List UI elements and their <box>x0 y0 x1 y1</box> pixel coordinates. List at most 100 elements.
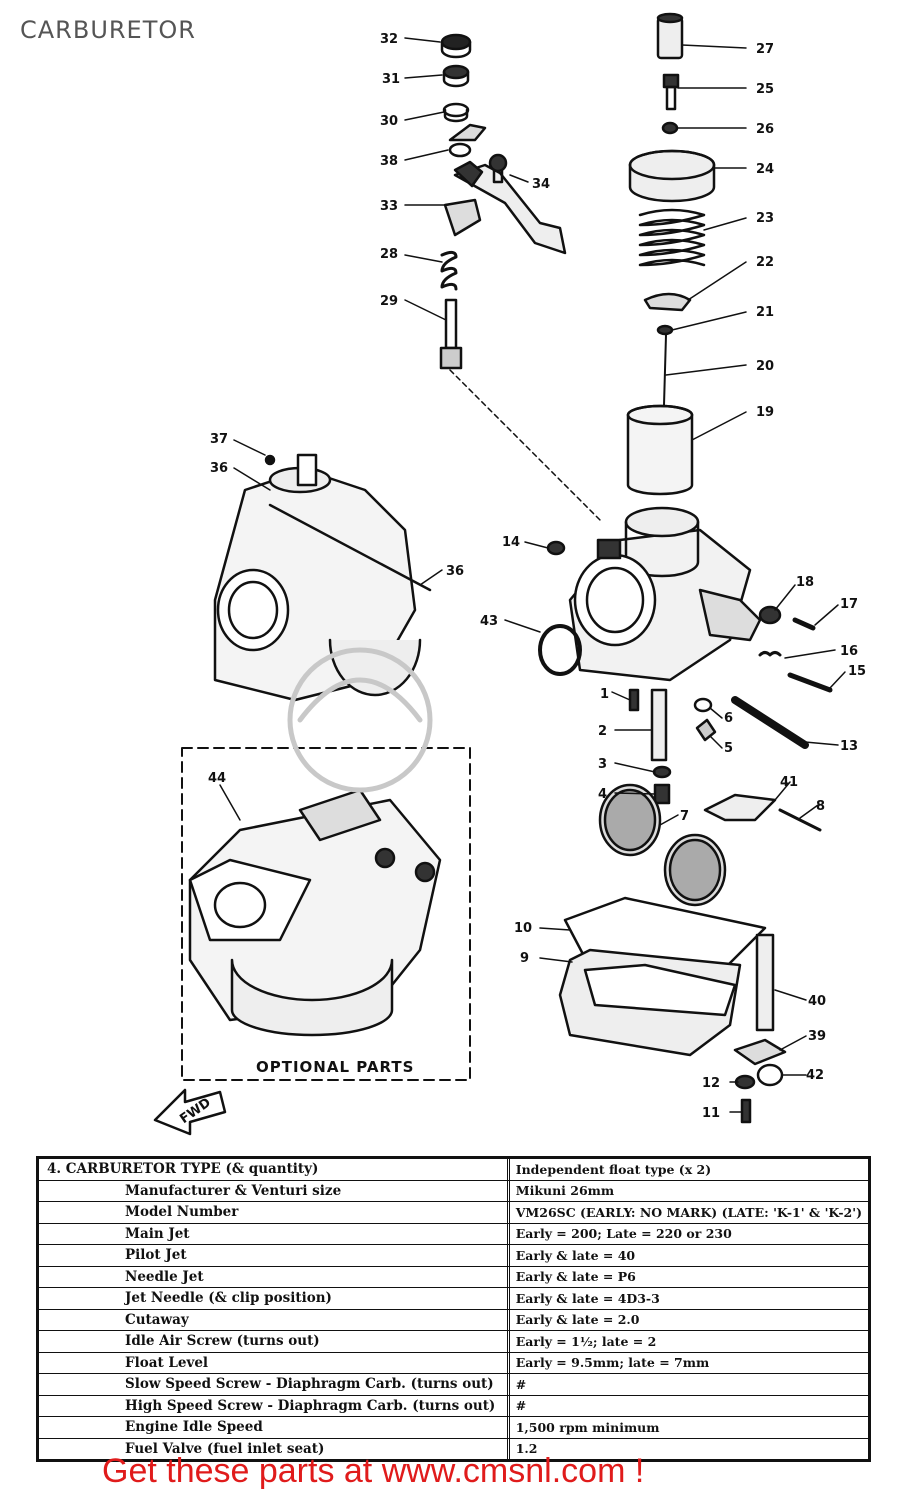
spec-value: Early & late = 2.0 <box>508 1308 871 1331</box>
spec-row: Idle Air Screw (turns out)Early = 1½; la… <box>37 1330 871 1353</box>
callout-label: 8 <box>816 799 825 814</box>
footer-link[interactable]: Get these parts at www.cmsnl.com ! <box>102 1452 645 1490</box>
spec-header-row: 4. CARBURETOR TYPE (& quantity) Independ… <box>37 1157 871 1181</box>
carburetor-body <box>538 506 833 805</box>
callout-label: 6 <box>724 711 733 726</box>
leader-lines <box>219 37 846 1113</box>
callout-label: 11 <box>702 1106 720 1121</box>
spec-label: Float Level <box>37 1351 508 1374</box>
spec-label: Jet Needle (& clip position) <box>37 1287 508 1310</box>
spec-value: Early & late = 4D3-3 <box>508 1287 871 1310</box>
callout-label: 32 <box>380 32 398 47</box>
callout-label: 20 <box>756 359 774 374</box>
forward-arrow-icon <box>153 1088 227 1136</box>
slide-assembly <box>626 12 716 496</box>
spec-value: Mikuni 26mm <box>508 1179 871 1202</box>
callout-label: 1 <box>600 687 609 702</box>
callout-label: 23 <box>756 211 774 226</box>
callout-label: 29 <box>380 294 398 309</box>
spec-row: Slow Speed Screw - Diaphragm Carb. (turn… <box>37 1373 871 1396</box>
exploded-parts-diagram: 32 31 30 38 34 33 28 29 27 25 26 24 23 2… <box>153 12 866 1136</box>
callout-label: 38 <box>380 154 398 169</box>
callout-label: 9 <box>520 951 529 966</box>
spec-value: Early & late = 40 <box>508 1244 871 1267</box>
spec-value: VM26SC (EARLY: NO MARK) (LATE: 'K-1' & '… <box>508 1201 871 1224</box>
callout-label: 10 <box>514 921 532 936</box>
spec-value: Early & late = P6 <box>508 1265 871 1288</box>
spec-label: Idle Air Screw (turns out) <box>37 1330 508 1353</box>
callout-label: 3 <box>598 757 607 772</box>
callout-label: 37 <box>210 432 228 447</box>
callout-label: 33 <box>380 199 398 214</box>
spec-header: 4. CARBURETOR TYPE (& quantity) <box>37 1157 508 1181</box>
callout-label: 14 <box>502 535 520 550</box>
spec-header-value: Independent float type (x 2) <box>508 1157 871 1181</box>
spec-row: High Speed Screw - Diaphragm Carb. (turn… <box>37 1394 871 1417</box>
page-title: CARBURETOR <box>20 16 196 44</box>
callout-label: 27 <box>756 42 774 57</box>
spec-value: 1,500 rpm minimum <box>508 1416 871 1439</box>
watermark-logo <box>287 647 433 793</box>
spec-label: High Speed Screw - Diaphragm Carb. (turn… <box>37 1394 508 1417</box>
spec-label: Needle Jet <box>37 1265 508 1288</box>
callout-label: 2 <box>598 724 607 739</box>
callout-label: 18 <box>796 575 814 590</box>
spec-value: # <box>508 1373 871 1396</box>
spec-value: Early = 1½; late = 2 <box>508 1330 871 1353</box>
callout-label: 13 <box>840 739 858 754</box>
spec-value: Early = 200; Late = 220 or 230 <box>508 1222 871 1245</box>
callout-label: 24 <box>756 162 774 177</box>
callout-label: 7 <box>680 809 689 824</box>
callout-label: 26 <box>756 122 774 137</box>
spec-label: Model Number <box>37 1201 508 1224</box>
spec-value: Early = 9.5mm; late = 7mm <box>508 1351 871 1374</box>
optional-parts-label: OPTIONAL PARTS <box>256 1058 414 1076</box>
callout-label: 39 <box>808 1029 826 1044</box>
spec-row: Fuel Valve (fuel inlet seat)1.2 <box>37 1437 871 1461</box>
carburetor-spec-table: 4. CARBURETOR TYPE (& quantity) Independ… <box>36 1156 871 1462</box>
callout-label: 15 <box>848 664 866 679</box>
spec-value: 1.2 <box>508 1437 871 1461</box>
callout-label: 42 <box>806 1068 824 1083</box>
spec-row: Jet Needle (& clip position)Early & late… <box>37 1287 871 1310</box>
spec-label: Slow Speed Screw - Diaphragm Carb. (turn… <box>37 1373 508 1396</box>
callout-label: 19 <box>756 405 774 420</box>
callout-label: 16 <box>840 644 858 659</box>
callout-label: 21 <box>756 305 774 320</box>
callout-label: 40 <box>808 994 826 1009</box>
spec-label: Fuel Valve (fuel inlet seat) <box>37 1437 508 1461</box>
callout-label: 4 <box>598 787 607 802</box>
spec-label: Pilot Jet <box>37 1244 508 1267</box>
callout-label: 25 <box>756 82 774 97</box>
callout-label: 43 <box>480 614 498 629</box>
callout-label: 31 <box>382 72 400 87</box>
callout-label: 28 <box>380 247 398 262</box>
spec-label: Manufacturer & Venturi size <box>37 1179 508 1202</box>
callout-label: 30 <box>380 114 398 129</box>
callout-label: 34 <box>532 177 550 192</box>
callout-label: 41 <box>780 775 798 790</box>
float-bowl <box>558 783 822 1124</box>
choke-parts <box>439 33 601 521</box>
left-carburetor <box>213 453 432 702</box>
spec-label: Main Jet <box>37 1222 508 1245</box>
callout-label: 36 <box>446 564 464 579</box>
callout-label: 22 <box>756 255 774 270</box>
callout-label: 12 <box>702 1076 720 1091</box>
callout-label: 5 <box>724 741 733 756</box>
optional-parts-box <box>181 747 471 1081</box>
callout-label: 44 <box>208 771 226 786</box>
callout-label: 36 <box>210 461 228 476</box>
spec-value: # <box>508 1394 871 1417</box>
spec-label: Engine Idle Speed <box>37 1416 508 1439</box>
spec-label: Cutaway <box>37 1308 508 1331</box>
callout-label: 17 <box>840 597 858 612</box>
